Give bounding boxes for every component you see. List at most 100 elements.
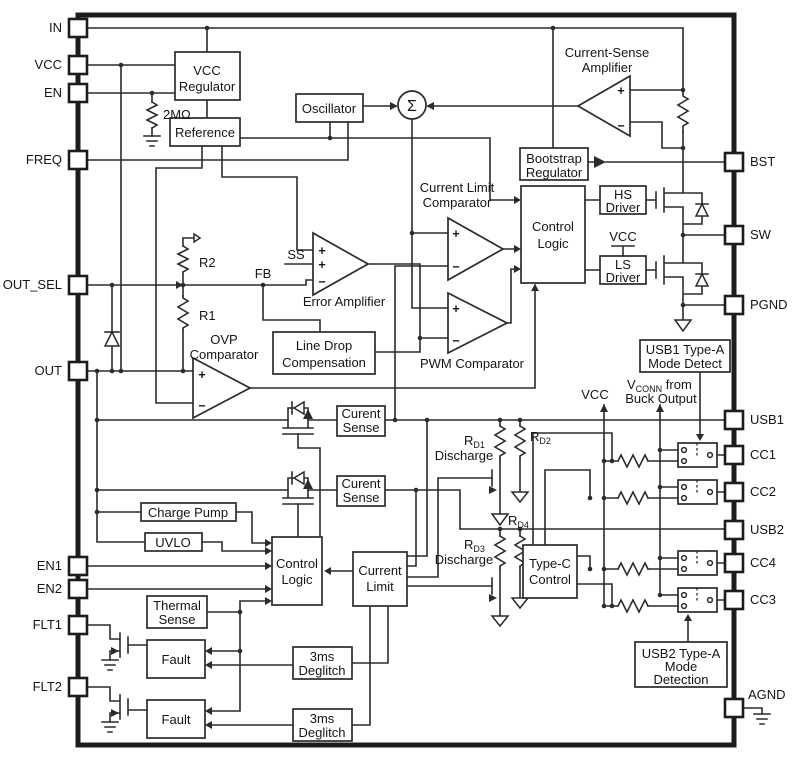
- label-usb2-detect-3: Detection: [654, 672, 709, 687]
- label-deglitch-1a: 3ms: [310, 649, 335, 664]
- label-charge-pump: Charge Pump: [148, 505, 228, 520]
- label-error-amplifier: Error Amplifier: [303, 294, 386, 309]
- resistor-r1: [176, 295, 190, 331]
- rd2-ground-icon: [510, 491, 530, 504]
- switch-cc4: [677, 550, 718, 576]
- block-usb1-mode-detect: [639, 339, 731, 373]
- label-clc-1: Current Limit: [420, 180, 495, 195]
- label-deglitch-1b: Deglitch: [299, 663, 346, 678]
- label-discharge-2: Discharge: [435, 552, 494, 567]
- resistor-rd3: [493, 534, 507, 569]
- label-usb2-detect-2: Mode: [665, 659, 698, 674]
- pin-flt1: [67, 614, 89, 636]
- label-control-logic-top-1: Control: [532, 219, 574, 234]
- block-uvlo: [144, 532, 203, 552]
- resistor-r2: [176, 244, 190, 274]
- pin-label-sw: SW: [750, 227, 772, 242]
- label-ss: SS: [287, 247, 305, 262]
- switch-cc3: [677, 587, 718, 613]
- pin-squares: [67, 17, 745, 719]
- label-bootstrap-2: Regulator: [526, 165, 583, 180]
- cc-switches: [677, 442, 718, 613]
- block-control-logic-bottom: [271, 536, 323, 606]
- pin-in: [67, 17, 89, 39]
- wires-middle: [87, 105, 725, 726]
- arrow-vcc-rail: [600, 404, 608, 412]
- arrow-usb2-detect: [684, 614, 692, 621]
- label-usb1-detect-2: Mode Detect: [648, 356, 722, 371]
- block-curent-sense-1: [336, 405, 386, 437]
- pin-usb2: [723, 519, 745, 541]
- resistor-rd2: [513, 424, 527, 459]
- pin-label-en: EN: [44, 85, 62, 100]
- wires-power-stage: [584, 89, 725, 321]
- arrow-osc-to-summer: [390, 102, 398, 110]
- wires-discharge: [491, 419, 521, 617]
- label-discharge-1: Discharge: [435, 448, 494, 463]
- block-curent-sense-2: [336, 475, 386, 507]
- resistor-current-sense: [676, 91, 690, 133]
- arrow-clc-to-logic: [514, 245, 521, 253]
- label-vcc-regulator-2: Regulator: [179, 79, 236, 94]
- resistor-cc3: [616, 598, 650, 614]
- label-fault-2: Fault: [162, 712, 191, 727]
- block-type-c-control: [522, 544, 578, 599]
- label-control-logic-bottom-1: Control: [276, 556, 318, 571]
- arrow-r2-tap: [193, 232, 202, 244]
- block-usb2-mode-detect: [634, 641, 728, 688]
- current-limit-comparator-triangle: [447, 216, 505, 282]
- net-labels: SS FB R2 R1 2MΩ VCC VCC VCONN from Buck …: [163, 107, 697, 567]
- label-curent-sense-2b: Sense: [343, 490, 380, 505]
- label-rd2: RD2: [530, 429, 551, 446]
- label-control-logic-bottom-2: Logic: [281, 572, 313, 587]
- block-reference: [169, 117, 241, 147]
- pin-label-usb1: USB1: [750, 412, 784, 427]
- arrow-flt1-source: [111, 647, 119, 655]
- block-bootstrap-regulator: [519, 147, 589, 181]
- arrow-flt2-source: [111, 709, 119, 717]
- arrow-en1: [265, 562, 272, 570]
- resistor-cc1: [616, 453, 650, 469]
- label-thermal-sense-2: Sense: [159, 612, 196, 627]
- bst-diode-icon: [594, 156, 606, 168]
- pin-label-cc1: CC1: [750, 447, 776, 462]
- pin-en: [67, 82, 89, 104]
- pin-label-cc4: CC4: [750, 555, 776, 570]
- current-sense-amplifier-triangle: [576, 74, 631, 138]
- pin-label-pgnd: PGND: [750, 297, 788, 312]
- label-pwm-comparator: PWM Comparator: [420, 356, 525, 371]
- summer-circle: [397, 90, 427, 120]
- label-reference: Reference: [175, 125, 235, 140]
- label-ovp-2: Comparator: [190, 347, 259, 362]
- pin-label-in: IN: [49, 20, 62, 35]
- error-amplifier-triangle: [312, 231, 370, 297]
- nmos1-ground-icon: [490, 513, 510, 527]
- pwm-minus: −: [452, 334, 459, 348]
- resistor-rd1: [493, 424, 507, 459]
- wires: [87, 27, 763, 726]
- pin-out-sel: [67, 274, 89, 296]
- arrowheads: [111, 102, 704, 729]
- label-ls-driver-1: LS: [615, 257, 631, 272]
- arrow-fault1-a: [205, 647, 212, 655]
- earth-ground-flt1-icon: [101, 659, 119, 671]
- label-control-logic-top-2: Logic: [537, 236, 569, 251]
- block-current-limit: [352, 551, 408, 607]
- label-buck-output: Buck Output: [625, 391, 697, 406]
- block-oscillator: [295, 93, 364, 123]
- block-thermal-sense: [146, 595, 208, 629]
- resistor-cc4: [616, 561, 650, 577]
- label-thermal-sense-1: Thermal: [153, 598, 201, 613]
- label-fb: FB: [255, 266, 272, 281]
- earth-ground-agnd-icon: [753, 713, 771, 725]
- block-control-logic-top: [520, 185, 586, 284]
- label-2mohm: 2MΩ: [163, 107, 191, 122]
- block-fault-1: [146, 639, 206, 679]
- label-clc-2: Comparator: [423, 195, 492, 210]
- block-fault-2: [146, 699, 206, 739]
- pin-label-vcc: VCC: [35, 57, 62, 72]
- earth-ground-2mohm-icon: [143, 135, 161, 147]
- pin-freq: [67, 149, 89, 171]
- zener-diode-icon: [103, 330, 121, 347]
